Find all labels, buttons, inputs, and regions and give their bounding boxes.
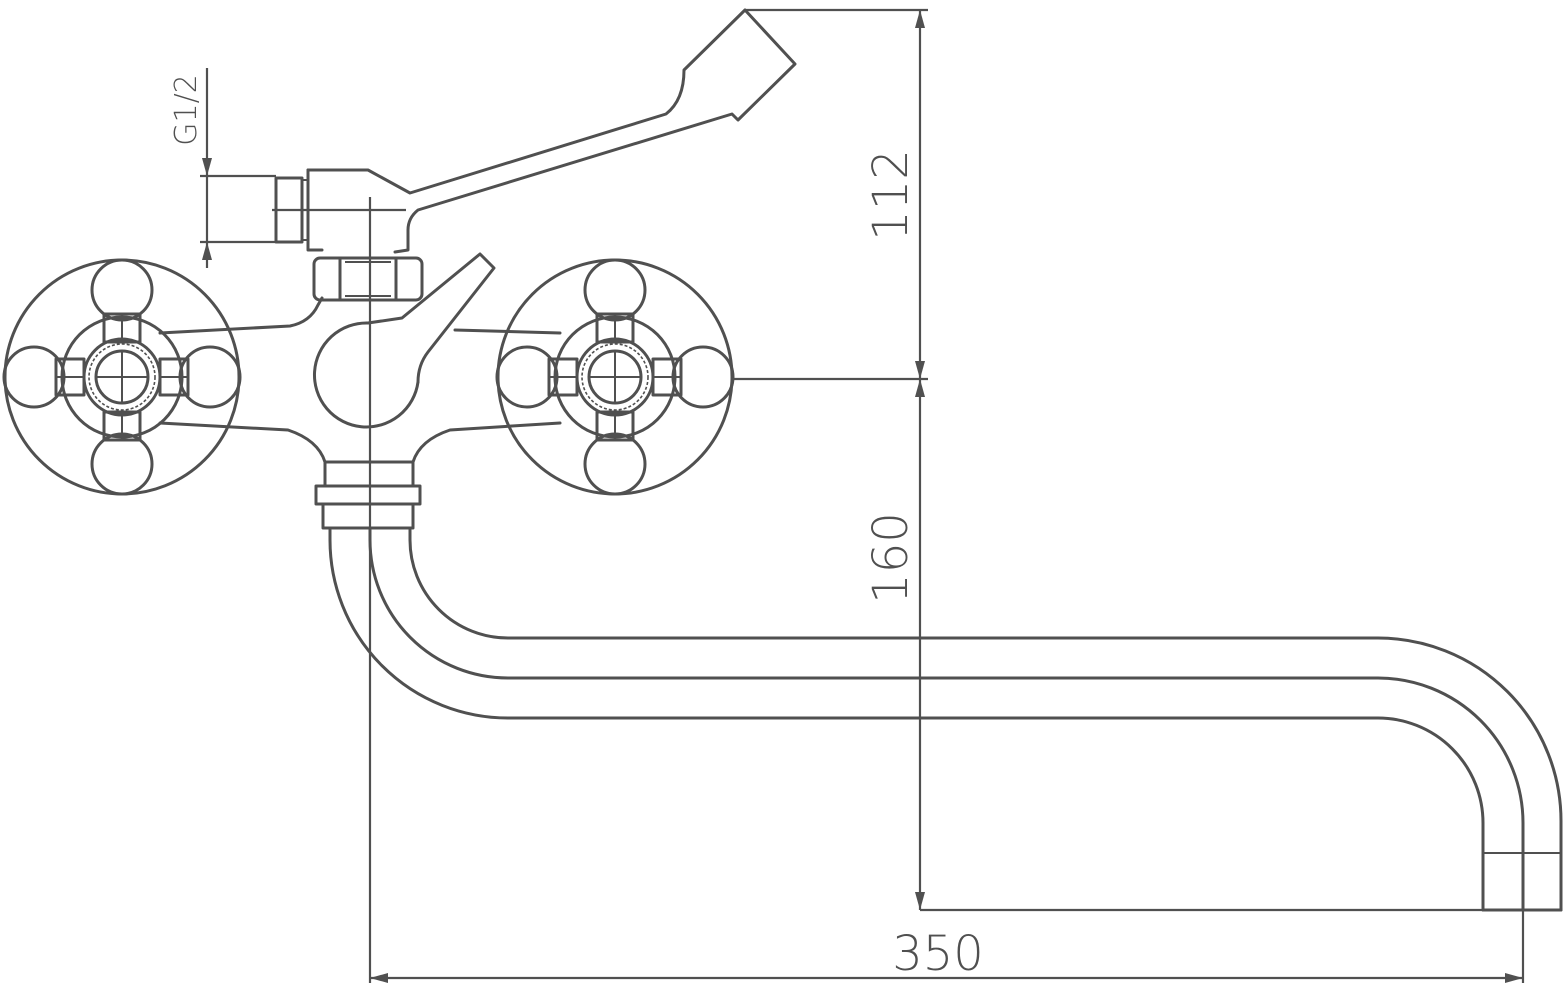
dimension-label-350: 350 [892, 926, 984, 982]
spout [328, 528, 1563, 912]
length-dimension [370, 973, 1523, 983]
spout-nut [314, 460, 422, 530]
shower-lever [274, 8, 797, 254]
right-valve [495, 258, 735, 496]
thread-label: G1/2 [169, 74, 204, 146]
dimension-label-112: 112 [863, 149, 919, 241]
extension-lines [200, 8, 1525, 983]
shower-outlet-nut [312, 256, 424, 302]
mixer-body [158, 252, 562, 464]
height-dimension [915, 10, 925, 910]
left-valve [2, 258, 242, 496]
dimension-label-160: 160 [863, 512, 919, 604]
thread-dimension [202, 68, 212, 268]
